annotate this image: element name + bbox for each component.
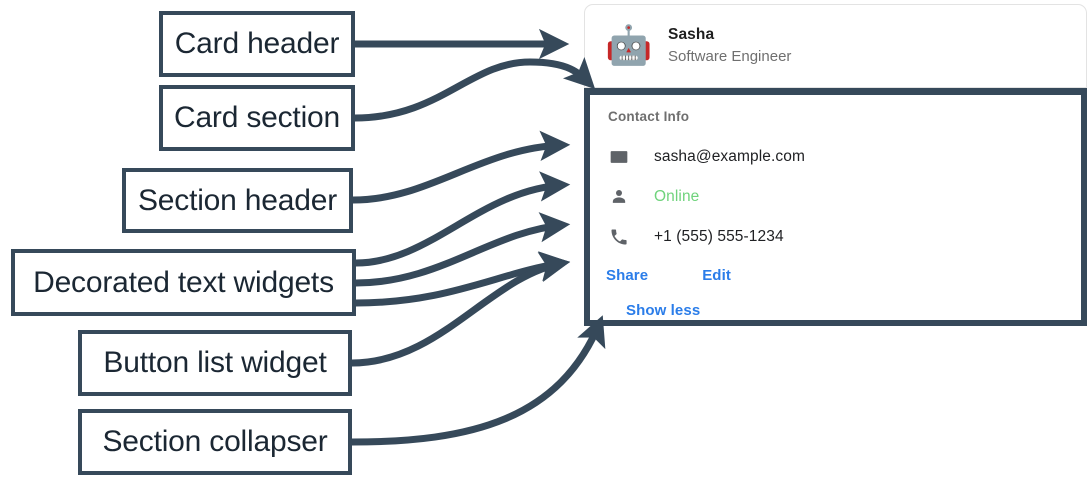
annotation-section-collapser: Section collapser	[78, 409, 352, 475]
card-header: 🤖 Sasha Software Engineer	[584, 4, 1087, 88]
annotation-button-list-widget: Button list widget	[78, 330, 352, 396]
robot-face-icon: 🤖	[605, 25, 653, 67]
annotation-card-header: Card header	[159, 11, 355, 77]
section-header: Contact Info	[608, 109, 690, 124]
arrow-section-collapser	[351, 315, 606, 446]
card-header-subtitle: Software Engineer	[668, 48, 792, 66]
annotation-card-header-label: Card header	[174, 27, 340, 60]
mail-icon	[608, 146, 630, 168]
decorated-text-widget-phone: +1 (555) 555-1234	[608, 217, 1081, 257]
annotation-section-header-label: Section header	[137, 183, 337, 217]
decorated-text-status-value: Online	[654, 188, 700, 205]
card-section: Contact Info sasha@example.com	[584, 88, 1087, 326]
annotation-decorated-text-widgets: Decorated text widgets	[11, 249, 356, 316]
arrow-decorated-text-1	[355, 171, 571, 267]
decorated-text-email-value: sasha@example.com	[654, 148, 805, 165]
arrow-section-header	[352, 130, 571, 204]
arrow-card-section	[354, 56, 596, 122]
annotation-button-list-widget-label: Button list widget	[103, 346, 327, 379]
card-header-text: Sasha Software Engineer	[668, 24, 791, 68]
button-list-widget: Share Edit	[606, 257, 1081, 293]
card-section-content: Contact Info sasha@example.com	[590, 95, 1081, 327]
phone-icon	[608, 226, 630, 248]
arrow-decorated-text-2	[355, 212, 571, 287]
edit-button[interactable]: Edit	[702, 266, 731, 284]
annotation-card-section-label: Card section	[173, 101, 340, 134]
decorated-text-phone-value: +1 (555) 555-1234	[654, 228, 784, 245]
annotation-decorated-text-widgets-label: Decorated text widgets	[33, 265, 334, 299]
show-less-button[interactable]: Show less	[626, 301, 701, 319]
person-icon	[608, 186, 630, 208]
annotation-section-collapser-label: Section collapser	[102, 425, 328, 458]
arrow-decorated-text-3	[355, 251, 571, 307]
annotation-section-header: Section header	[122, 168, 353, 233]
card-header-title: Sasha	[668, 25, 715, 43]
decorated-text-widget-email: sasha@example.com	[608, 137, 1081, 177]
contact-card: 🤖 Sasha Software Engineer Contact Info s…	[584, 4, 1087, 326]
share-button[interactable]: Share	[606, 266, 649, 284]
annotation-card-section: Card section	[159, 85, 355, 151]
arrow-button-list	[351, 252, 571, 367]
section-collapser[interactable]: Show less	[606, 293, 1081, 327]
decorated-text-widget-status: Online	[608, 177, 1081, 217]
